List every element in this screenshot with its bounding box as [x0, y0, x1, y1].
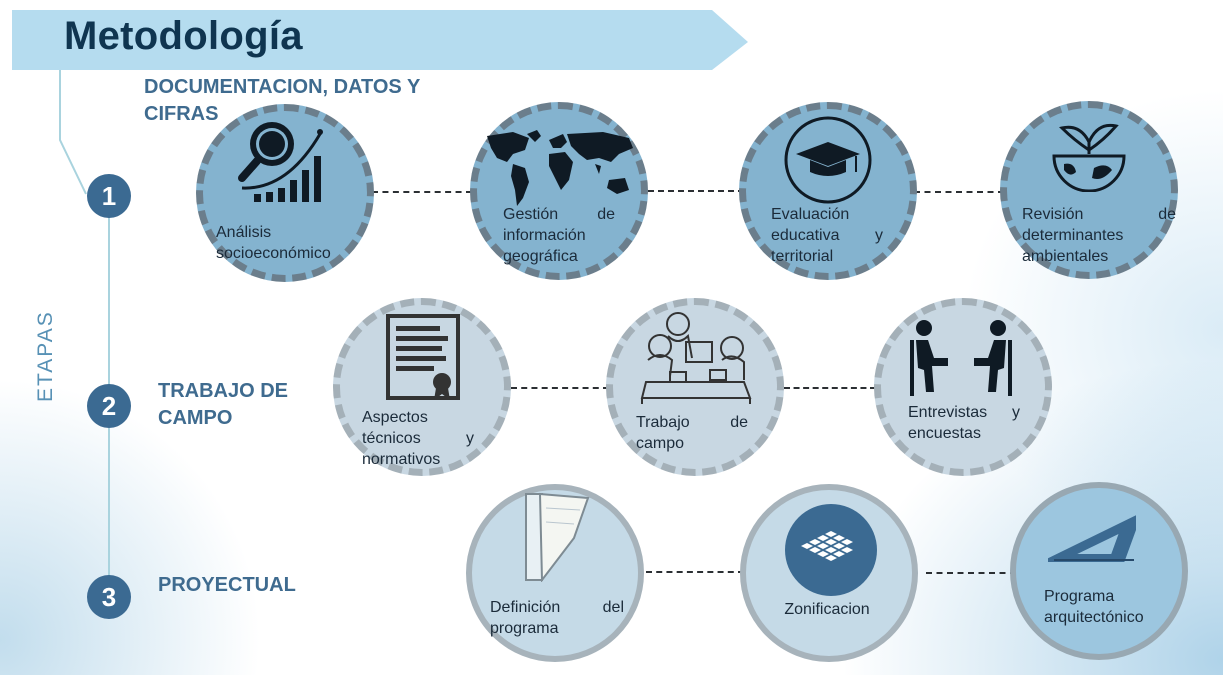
evaluacion-caption: Evaluación educativa y territorial — [771, 206, 883, 265]
definicion-caption: Definición del programa — [490, 599, 624, 637]
world-map-icon — [487, 130, 633, 206]
stage-1-title-line-2: CIFRAS — [144, 103, 219, 125]
programa-caption: Programa arquitectónico — [1044, 588, 1144, 626]
set-square-icon — [1048, 512, 1136, 562]
timeline-line — [59, 70, 110, 576]
connector-3-2 — [926, 572, 1016, 574]
programa-circle — [1010, 482, 1188, 660]
analisis-caption: Análisis socioeconómico — [216, 224, 331, 262]
page-title: Metodología — [64, 14, 303, 58]
trabajo-circle — [606, 298, 784, 476]
connector-1-1 — [372, 191, 472, 193]
stage-2-title-line-2: CAMPO — [158, 407, 233, 429]
stage-3-title-line-1: PROYECTUAL — [158, 574, 296, 596]
stage-2-marker: 2 — [87, 384, 131, 428]
stage-2-title: TRABAJO DE CAMPO — [158, 378, 288, 432]
aspectos-caption: Aspectos técnicos y normativos — [362, 409, 474, 468]
connector-2-1 — [511, 387, 609, 389]
title-banner — [12, 10, 748, 70]
revision-caption: Revisión de determinantes ambientales — [1022, 206, 1176, 265]
stage-1-title-line-1: DOCUMENTACION, DATOS Y — [144, 76, 421, 98]
team-meeting-icon — [640, 312, 752, 404]
entrevistas-caption: Entrevistas y encuestas — [908, 404, 1020, 442]
evaluacion-circle — [739, 102, 917, 280]
rolled-plan-icon — [525, 492, 590, 582]
grid-plan-icon — [785, 504, 877, 596]
entrevistas-circle — [874, 298, 1052, 476]
revision-circle — [1000, 101, 1178, 279]
gestion-caption: Gestión de información geográfica — [503, 206, 615, 265]
stage-3-marker: 3 — [87, 575, 131, 619]
trabajo-caption: Trabajo de campo — [636, 414, 748, 452]
connector-3-1 — [646, 571, 744, 573]
interview-icon — [910, 320, 1012, 396]
stage-2-title-line-1: TRABAJO DE — [158, 380, 289, 402]
stage-3-title: PROYECTUAL — [158, 572, 296, 599]
certificate-icon — [386, 314, 460, 400]
stage-1-title: DOCUMENTACION, DATOS Y CIFRAS — [144, 74, 420, 128]
connector-2-2 — [784, 387, 876, 389]
connector-1-3 — [914, 191, 1004, 193]
sprout-globe-icon — [1052, 123, 1126, 192]
etapas-label: ETAPAS — [34, 310, 57, 402]
zonificacion-caption: Zonificacion — [784, 601, 870, 618]
graduation-cap-icon — [784, 116, 872, 204]
stage-1-marker: 1 — [87, 174, 131, 218]
magnifier-chart-icon — [238, 122, 323, 202]
connector-1-2 — [648, 190, 744, 192]
